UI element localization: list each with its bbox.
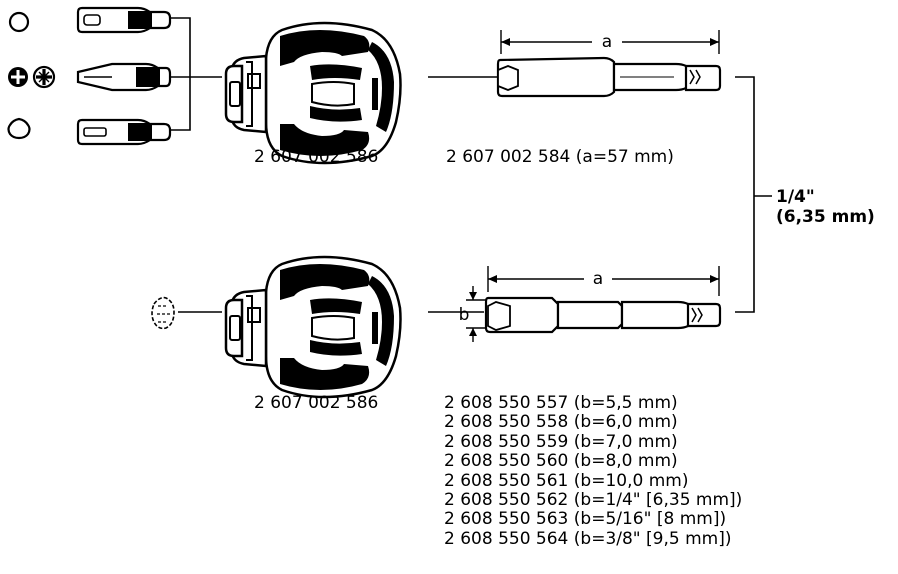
dimension-a-bottom: a: [487, 266, 720, 296]
list-item: 2 608 550 564 (b=3/8" [9,5 mm]): [444, 528, 732, 549]
pozidriv-screw-icon: [32, 65, 56, 89]
shank-size-line2: (6,35 mm): [776, 207, 875, 227]
list-item: 2 608 550 563 (b=5/16" [8 mm]): [444, 509, 727, 530]
bottom-holder-part-number: 2 607 002 586: [254, 393, 379, 413]
hex-bit-torx: [76, 118, 172, 146]
hex-bit-slotted: [76, 6, 172, 34]
dimension-a-top: a: [500, 30, 720, 54]
list-item: 2 608 550 559 (b=7,0 mm): [444, 431, 678, 452]
shank-bracket: [735, 76, 772, 313]
extension-part-number: 2 607 002 584 (a=57 mm): [446, 147, 674, 167]
dimension-a-label-bottom: a: [593, 269, 603, 289]
nut-setter: [484, 296, 722, 334]
phillips-screw-icon: [8, 67, 28, 87]
hex-nut-icon: [151, 296, 175, 330]
list-item: 2 608 550 557 (b=5,5 mm): [444, 393, 678, 413]
dimension-a-label: a: [602, 32, 612, 52]
dimension-b: b: [459, 286, 486, 342]
top-holder-part-number: 2 607 002 586: [254, 147, 379, 167]
list-item: 2 608 550 561 (b=10,0 mm): [444, 470, 689, 491]
shank-size-line1: 1/4": [776, 187, 815, 207]
dimension-b-label: b: [459, 305, 470, 325]
list-item: 2 608 550 560 (b=8,0 mm): [444, 451, 678, 472]
torx-screw-icon: [7, 117, 31, 140]
quick-change-holder-top: [224, 21, 402, 165]
list-item: 2 608 550 562 (b=1/4" [6,35 mm]): [444, 490, 743, 511]
slotted-screw-icon: [8, 11, 30, 33]
hex-bit-phillips: [76, 62, 172, 92]
extension-bit-holder: [496, 56, 722, 98]
list-item: 2 608 550 558 (b=6,0 mm): [444, 412, 678, 433]
nut-setter-part-list: 2 608 550 557 (b=5,5 mm) 2 608 550 558 (…: [444, 393, 743, 549]
quick-change-holder-bottom: [224, 255, 402, 399]
